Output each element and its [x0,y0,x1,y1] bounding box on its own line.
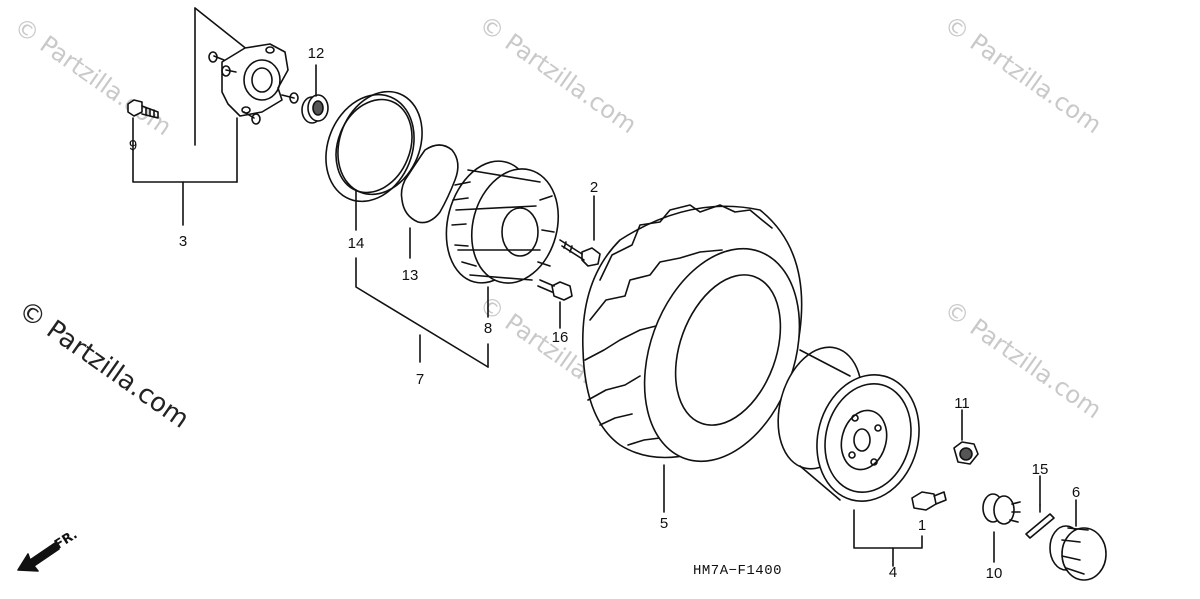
callout-7: 7 [415,371,425,388]
drum-8 [445,160,560,284]
callout-12: 12 [307,45,325,62]
leader-lines [132,64,1077,567]
diagram-code: HM7A−F1400 [693,563,783,579]
callout-13: 13 [401,267,419,284]
callout-1: 1 [917,517,927,534]
callout-2: 2 [589,179,599,196]
callout-8: 8 [483,320,493,337]
callout-3: 3 [178,233,188,250]
cotter-pin-15 [1025,504,1055,539]
castle-nut-10 [982,493,1021,525]
valve-1 [911,491,947,511]
bolt-16 [537,279,573,301]
bolt-2 [559,239,601,267]
tire-5 [581,204,803,463]
callout-6: 6 [1071,484,1081,501]
cap-6 [1049,525,1107,581]
callout-16: 16 [551,329,569,346]
rim-4 [777,346,920,502]
hub [208,43,299,125]
bearing-12 [301,94,329,124]
callout-4: 4 [888,564,898,581]
callout-11: 11 [954,395,970,412]
callout-10: 10 [985,565,1003,582]
callout-15: 15 [1031,461,1049,478]
front-direction-arrow [17,542,60,572]
callout-5: 5 [659,515,669,532]
bolt-9 [127,99,159,119]
seal-14 [325,90,423,203]
callout-9: 9 [128,137,138,154]
nut-11 [953,441,979,465]
callout-14: 14 [347,235,365,252]
oring-13 [400,144,459,224]
